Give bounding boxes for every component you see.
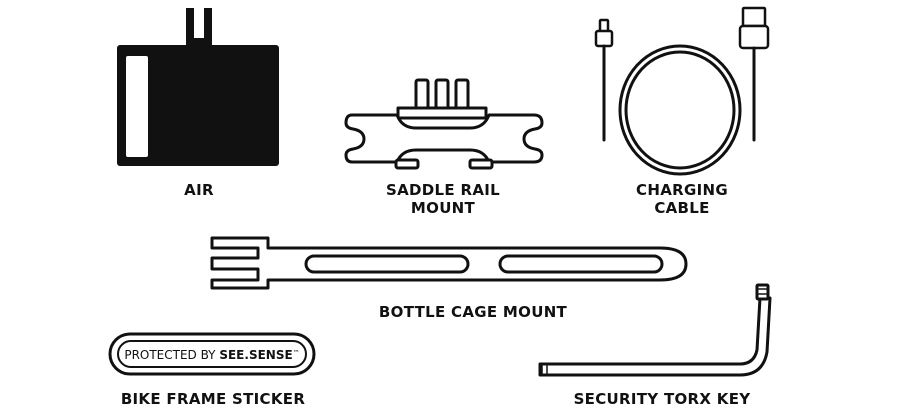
torx-key-tip-grooves [758,288,767,295]
sticker-inner-border [117,340,307,368]
saddle-rail-mount-illustration [344,78,544,170]
sticker-text-brand: SEE.SENSE [219,348,292,362]
label-security-torx-key-line-1: SECURITY TORX KEY [573,390,751,408]
label-air: AIR [184,181,214,199]
air-light-illustration [117,8,279,166]
label-saddle-rail-mount-line-2: MOUNT [410,199,476,217]
usb-a-plug-housing [738,24,770,50]
air-light-lens [126,56,148,157]
air-light-body [117,45,279,166]
label-bike-frame-sticker-line-1: BIKE FRAME STICKER [120,390,306,408]
cable-coil-outer [618,44,742,176]
air-strap-tab-right [204,8,212,52]
rail-mount-foot-right [468,158,494,170]
strap-slot-right [498,254,664,274]
usb-c-plug-housing [594,29,614,48]
label-air-line-1: AIR [184,181,214,199]
rail-mount-foot-left [394,158,420,170]
label-bottle-cage-mount: BOTTLE CAGE MOUNT [379,303,567,321]
rail-mount-neck [396,106,488,120]
label-bike-frame-sticker: BIKE FRAME STICKER [121,390,305,408]
label-saddle-rail-mount-line-1: SADDLE RAIL [386,181,500,199]
usb-a-plug-tip [741,6,767,28]
cable-coil-inner [624,50,736,170]
label-saddle-rail-mount: SADDLE RAIL MOUNT [386,181,500,217]
strap-slot-left [304,254,470,274]
charging-cable-illustration [594,6,770,176]
torx-key-body [538,296,772,377]
security-torx-key-illustration [538,283,772,377]
bottle-cage-mount-illustration [210,236,688,290]
sticker-trademark: ™ [293,349,300,357]
rail-mount-clamp [344,113,544,164]
bike-frame-sticker-illustration: PROTECTED BY SEE.SENSE™ [108,332,316,376]
label-security-torx-key: SECURITY TORX KEY [574,390,751,408]
torx-key-tip-short-grooves [541,365,548,374]
label-bottle-cage-mount-line-1: BOTTLE CAGE MOUNT [378,303,568,321]
torx-key-tip-long [755,283,770,301]
sticker-text-plain: PROTECTED BY [124,348,216,362]
label-charging-cable-line-2: CABLE [654,199,710,217]
label-charging-cable: CHARGING CABLE [636,181,728,217]
sticker-text: PROTECTED BY SEE.SENSE™ [124,348,299,362]
air-strap-tab-left [186,8,194,52]
label-charging-cable-line-1: CHARGING [636,181,728,199]
